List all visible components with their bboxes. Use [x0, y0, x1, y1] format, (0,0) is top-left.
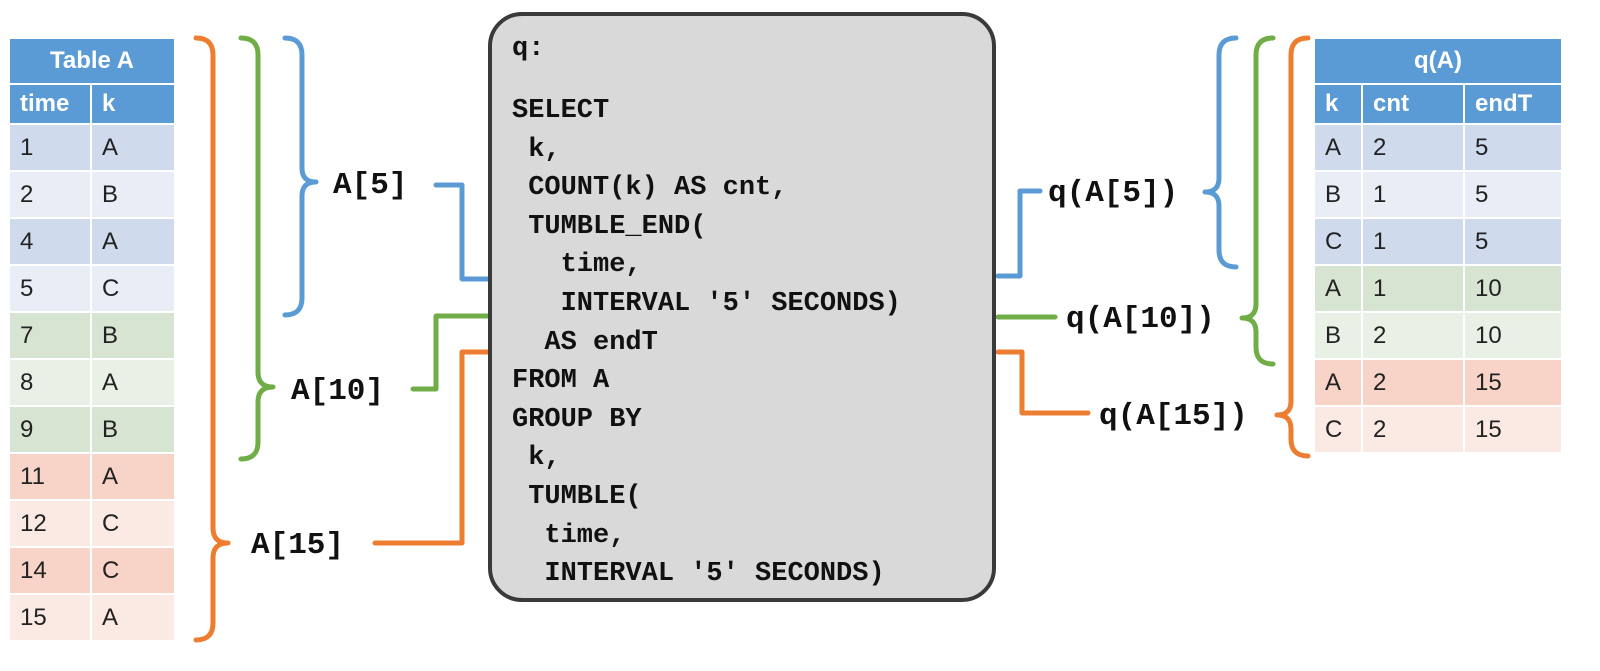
table-a-header-k: k — [92, 85, 174, 123]
table-row: C 2 15 — [1315, 407, 1561, 452]
table-cell: 5 — [1475, 180, 1489, 208]
table-cell: A — [102, 227, 119, 255]
brace-q10 — [1239, 35, 1276, 367]
table-cell: 2 — [1373, 133, 1387, 161]
table-a-title: Table A — [10, 39, 174, 83]
connector-q15 — [995, 349, 1091, 416]
table-cell: 14 — [20, 556, 47, 584]
table-cell: 10 — [1475, 321, 1502, 349]
brace-q5 — [1202, 35, 1239, 270]
table-row: A 2 15 — [1315, 360, 1561, 405]
label-q10: q(A[10]) — [1066, 302, 1215, 337]
table-cell: A — [102, 368, 119, 396]
table-cell: 2 — [1373, 321, 1387, 349]
label-q5: q(A[5]) — [1048, 176, 1178, 211]
table-cell: C — [1325, 227, 1343, 255]
connector-a15 — [372, 349, 491, 546]
table-cell: C — [102, 509, 120, 537]
table-cell: 2 — [1373, 368, 1387, 396]
label-a15: A[15] — [251, 528, 344, 563]
table-row: C 1 5 — [1315, 219, 1561, 264]
table-cell: 5 — [1475, 227, 1489, 255]
brace-q15 — [1274, 35, 1311, 459]
table-cell: A — [102, 603, 119, 631]
table-row: B 1 5 — [1315, 172, 1561, 217]
table-cell: 15 — [1475, 415, 1502, 443]
brace-a15 — [193, 35, 231, 643]
table-a-header-time: time — [10, 85, 90, 123]
table-cell: 8 — [20, 368, 34, 396]
query-code: SELECT k, COUNT(k) AS cnt, TUMBLE_END( t… — [512, 96, 901, 590]
label-a10: A[10] — [291, 374, 384, 409]
table-cell: 2 — [20, 180, 34, 208]
table-cell: 11 — [20, 462, 45, 490]
table-cell: B — [1325, 321, 1342, 349]
table-cell: 9 — [20, 415, 34, 443]
table-cell: B — [102, 321, 119, 349]
query-box: q: SELECT k, COUNT(k) AS cnt, TUMBLE_END… — [488, 12, 996, 602]
brace-a10 — [238, 35, 276, 462]
table-cell: 5 — [20, 274, 34, 302]
table-row: 11 A — [10, 454, 174, 499]
table-cell: A — [102, 133, 119, 161]
table-cell: B — [1325, 180, 1342, 208]
table-cell: 15 — [20, 603, 47, 631]
table-q-header-cnt: cnt — [1363, 85, 1463, 123]
table-q-title: q(A) — [1315, 39, 1561, 83]
label-a5: A[5] — [333, 168, 407, 203]
table-row: 14 C — [10, 548, 174, 593]
connector-a10 — [410, 313, 491, 392]
table-row: B 2 10 — [1315, 313, 1561, 358]
table-cell: 5 — [1475, 133, 1489, 161]
table-cell: C — [102, 274, 120, 302]
table-row: A 1 10 — [1315, 266, 1561, 311]
brace-a5 — [282, 35, 319, 318]
table-row: A 2 5 — [1315, 125, 1561, 170]
table-cell: 1 — [1373, 180, 1387, 208]
table-q-header-endt: endT — [1465, 85, 1561, 123]
table-row: 15 A — [10, 595, 174, 640]
table-cell: 12 — [20, 509, 47, 537]
table-cell: 2 — [1373, 415, 1387, 443]
table-cell: 1 — [1373, 227, 1387, 255]
table-cell: 15 — [1475, 368, 1502, 396]
table-cell: B — [102, 415, 119, 443]
connector-q5 — [995, 188, 1043, 279]
label-q15: q(A[15]) — [1099, 399, 1248, 434]
table-cell: A — [1325, 274, 1342, 302]
table-cell: B — [102, 180, 119, 208]
table-cell: 10 — [1475, 274, 1502, 302]
table-cell: A — [102, 462, 119, 490]
table-cell: 4 — [20, 227, 34, 255]
table-cell: 1 — [20, 133, 34, 161]
table-cell: 1 — [1373, 274, 1387, 302]
table-row: 12 C — [10, 501, 174, 546]
query-label: q: — [512, 34, 545, 64]
table-cell: 7 — [20, 321, 34, 349]
table-q-header-k: k — [1315, 85, 1361, 123]
connector-a5 — [433, 182, 491, 282]
table-cell: C — [102, 556, 120, 584]
table-cell: C — [1325, 415, 1343, 443]
table-cell: A — [1325, 133, 1342, 161]
table-cell: A — [1325, 368, 1342, 396]
